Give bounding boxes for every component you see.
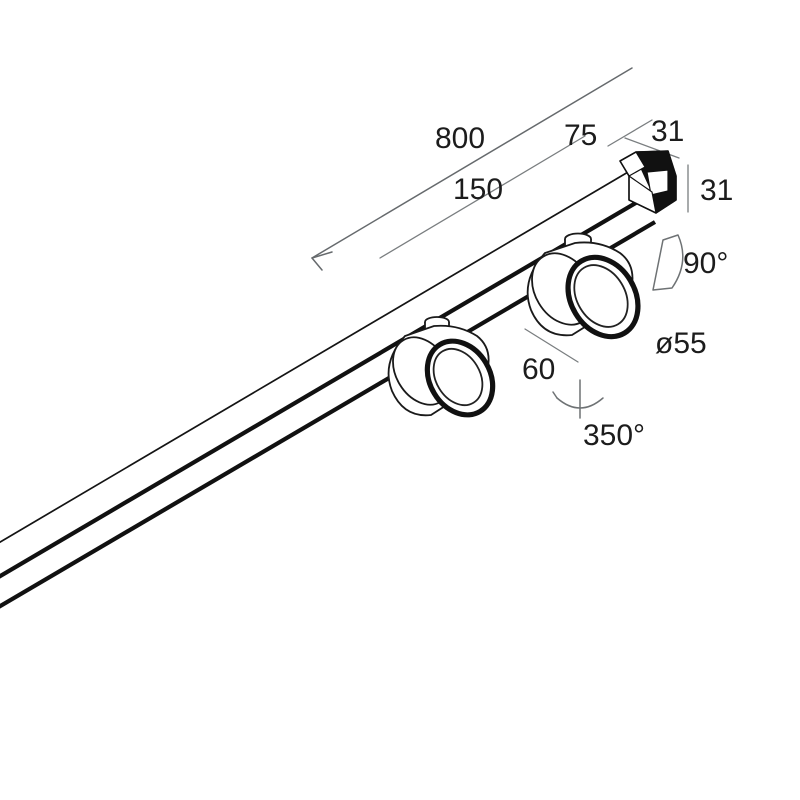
rotation-symbol-350 — [552, 379, 604, 419]
dimension-line-60 — [524, 328, 579, 363]
dimension-label-150: 150 — [453, 173, 503, 206]
track-end-cap — [619, 150, 677, 214]
dimension-lines-group — [311, 67, 689, 419]
dimension-label-800: 800 — [435, 122, 485, 155]
dimension-line-75 — [607, 119, 653, 147]
dimension-label-height-31: 31 — [700, 174, 733, 207]
dimension-label-rotation-350: 350° — [583, 419, 645, 452]
track-rail-group — [0, 164, 657, 609]
dimension-label-tilt-90: 90° — [683, 247, 728, 280]
dimension-label-width-31: 31 — [651, 115, 684, 148]
dimension-label-diameter-55: ø55 — [655, 327, 707, 360]
tilt-symbol-90 — [652, 234, 684, 291]
spot-head-front — [387, 316, 496, 418]
dimension-line-800 — [311, 67, 633, 271]
dimension-label-60: 60 — [522, 353, 555, 386]
dimension-text-group: 800 150 75 31 31 90° ø55 60 350° — [435, 115, 733, 452]
spot-head-rear — [526, 232, 641, 340]
dimension-label-75: 75 — [564, 119, 597, 152]
dimension-line-150 — [379, 135, 586, 259]
